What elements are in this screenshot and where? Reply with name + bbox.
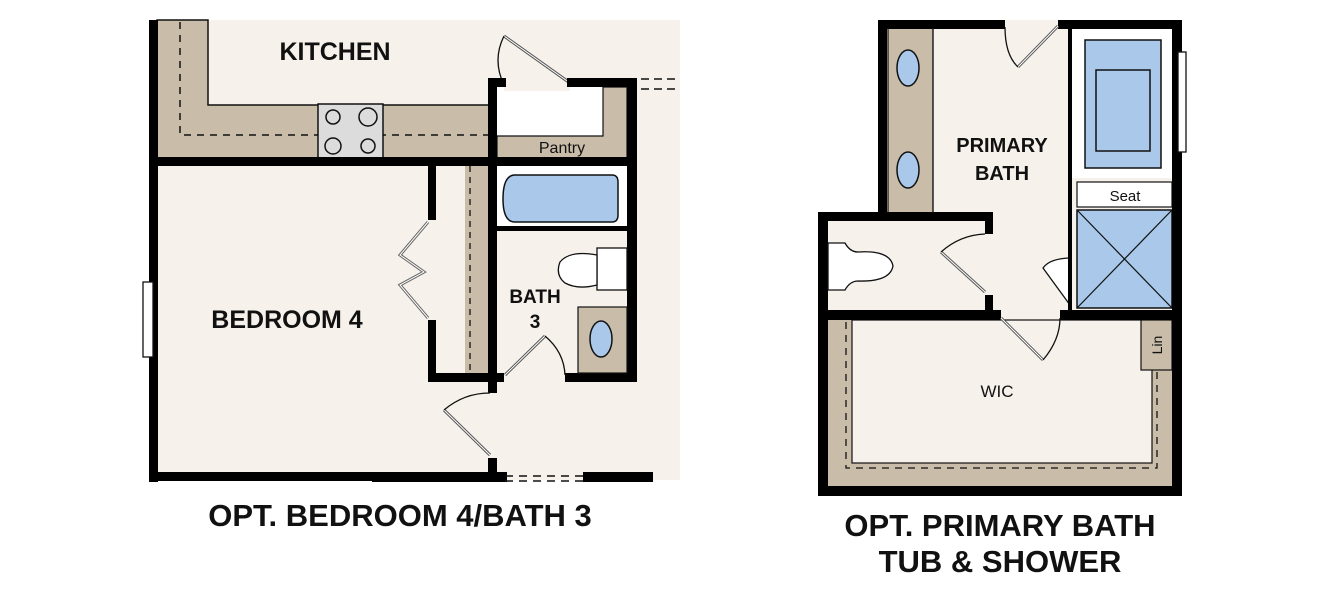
room-label-kitchen: KITCHEN (279, 38, 390, 66)
bifold-door-icon (397, 221, 430, 319)
shower-door-icon (1042, 257, 1073, 306)
window-icon (1177, 51, 1187, 153)
room-label-wic: WIC (980, 382, 1013, 401)
bath-door-icon (503, 334, 566, 377)
bedroom-door-icon (442, 392, 492, 457)
room-label-primary-bath-line2: BATH (975, 163, 1029, 185)
cooktop-icon (317, 103, 384, 160)
closet-rod (845, 322, 1158, 469)
plan-primary-bath: Seat Lin (818, 20, 1187, 496)
wic-door-icon (999, 316, 1061, 362)
caption-primary-line2: TUB & SHOWER (878, 544, 1122, 579)
sink-icon (896, 151, 920, 189)
closet-shelf (465, 166, 488, 373)
caption-primary-line1: OPT. PRIMARY BATH (844, 508, 1156, 543)
room-label-bath-3: BATH (509, 287, 560, 308)
seat-label: Seat (1110, 188, 1142, 205)
linen-label: Lin (1149, 336, 1165, 355)
caption-primary-bath: OPT. PRIMARY BATH TUB & SHOWER (800, 508, 1200, 580)
room-label-bath-3-number: 3 (530, 312, 541, 333)
walls-right (818, 20, 1182, 496)
sink-icon (589, 320, 613, 358)
shower-icon (1076, 209, 1173, 309)
toilet-door-icon (939, 233, 987, 294)
sink-icon (896, 49, 920, 87)
wic-floor (851, 319, 1153, 464)
walls-left (149, 20, 653, 482)
entry-door-icon (1004, 24, 1060, 69)
room-label-pantry: Pantry (539, 140, 585, 157)
window-icon (142, 281, 154, 358)
toilet-icon (827, 242, 894, 291)
shower-seat (1076, 181, 1173, 208)
room-label-primary-bath: PRIMARY (956, 135, 1048, 157)
linen-closet (1140, 319, 1173, 371)
plan-bedroom4-bath3: KITCHEN Pantry BEDROOM 4 BATH 3 (142, 19, 680, 482)
toilet-icon (557, 247, 628, 291)
room-label-bedroom-4: BEDROOM 4 (211, 306, 363, 334)
bathtub-icon (502, 174, 619, 223)
caption-bedroom4-bath3: OPT. BEDROOM 4/BATH 3 (208, 498, 592, 533)
